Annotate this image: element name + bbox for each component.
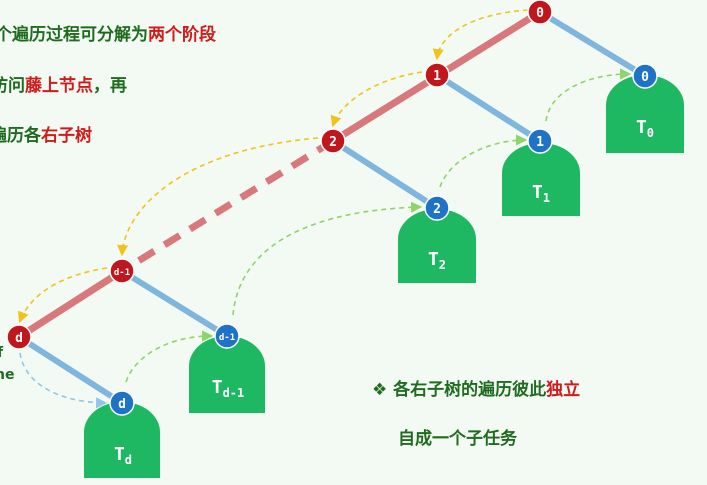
subtree-1-label: T1 [532,182,550,205]
svg-text:d: d [118,397,126,412]
subtree-2 [398,209,476,283]
text-frag-ne: ne [0,367,15,383]
vine-arrows [17,9,529,324]
right-branches [16,9,648,406]
svg-text:1: 1 [536,135,544,150]
svg-text:d-1: d-1 [114,268,130,278]
branch-2 [330,138,440,211]
text-line-2-highlight: 藤上节点 [25,76,93,96]
frag-clip: f ne [0,345,20,391]
arrow-d-1-to-d [17,267,108,324]
note-line-2: 自成一个子任务 [398,429,517,449]
text-line-2: 访问藤上节点，再 [0,71,127,96]
vine-solid-bottom [15,267,126,341]
text-line-1-prefix: 个遍历过程可分解为 [0,25,148,45]
text-line-2-prefix: 访问 [0,76,25,96]
text-line-2-suffix: ，再 [93,76,127,96]
text-line-3: 遍历各右子树 [0,121,92,146]
vine-dashed [120,138,335,274]
subtree-1 [502,143,580,216]
text-line-1: 个遍历过程可分解为两个阶段 [0,20,216,45]
arrow-0-to-1 [432,9,529,61]
right-nodes: 0 1 2 d-1 d [109,63,658,416]
vine-node-0: 0 [527,0,553,25]
branch-d [16,334,125,406]
subtree-d [84,402,160,478]
vine-node-d-1: d-1 [109,258,135,284]
subtree-d-1 [189,336,265,413]
note-line-1-highlight: 独立 [546,380,581,400]
subtree-d-1-label: Td-1 [212,377,245,400]
arrow-t1-to-node-0 [545,68,632,122]
svg-text:2: 2 [329,135,337,150]
subtree-labels: T0 T1 T2 Td-1 Td [114,117,654,467]
svg-text:0: 0 [641,70,649,85]
vine [15,8,544,341]
note-line-1: ❖ 各右子树的遍历彼此独立 [372,375,580,400]
bullet-icon: ❖ [372,380,388,400]
text-line-3-prefix: 遍历各 [0,126,41,146]
note-line-1-prefix: 各右子树的遍历彼此 [393,380,547,400]
subtrees [84,75,684,478]
right-node-2: 2 [424,195,450,221]
arrow-t2-to-node-1 [439,134,528,188]
text-line-1-highlight: 两个阶段 [148,25,216,45]
arrow-2-to-d-1 [117,137,319,257]
svg-text:d-1: d-1 [219,333,235,343]
branch-1 [434,72,543,144]
vine-node-1: 1 [424,62,450,88]
right-node-d: d [109,390,135,416]
svg-text:2: 2 [433,202,441,217]
subtree-d-label: Td [114,444,132,467]
branch-d-1 [119,268,230,339]
svg-text:0: 0 [536,6,544,21]
text-frag-f: f [0,345,4,361]
right-node-0: 0 [632,63,658,89]
subtree-0-label: T0 [636,117,654,140]
vine-node-d: d [6,324,32,350]
subtree-arrows [125,68,632,383]
right-node-d-1: d-1 [214,323,240,349]
svg-text:d: d [15,331,23,346]
subtree-0 [606,75,684,153]
arrow-1-to-2 [330,71,423,128]
subtree-2-label: T2 [428,249,446,272]
vine-node-2: 2 [320,128,346,154]
arrow-td-to-node-d-1 [125,330,214,383]
vine-nodes: 0 1 2 d-1 d [6,0,553,350]
right-node-1: 1 [527,128,553,154]
text-line-3-highlight: 右子树 [41,126,92,146]
branch-0 [537,9,648,79]
svg-text:1: 1 [433,69,441,84]
arrow-d-to-right-d [19,352,108,409]
arrow-td-1-to-node-2 [232,201,423,316]
